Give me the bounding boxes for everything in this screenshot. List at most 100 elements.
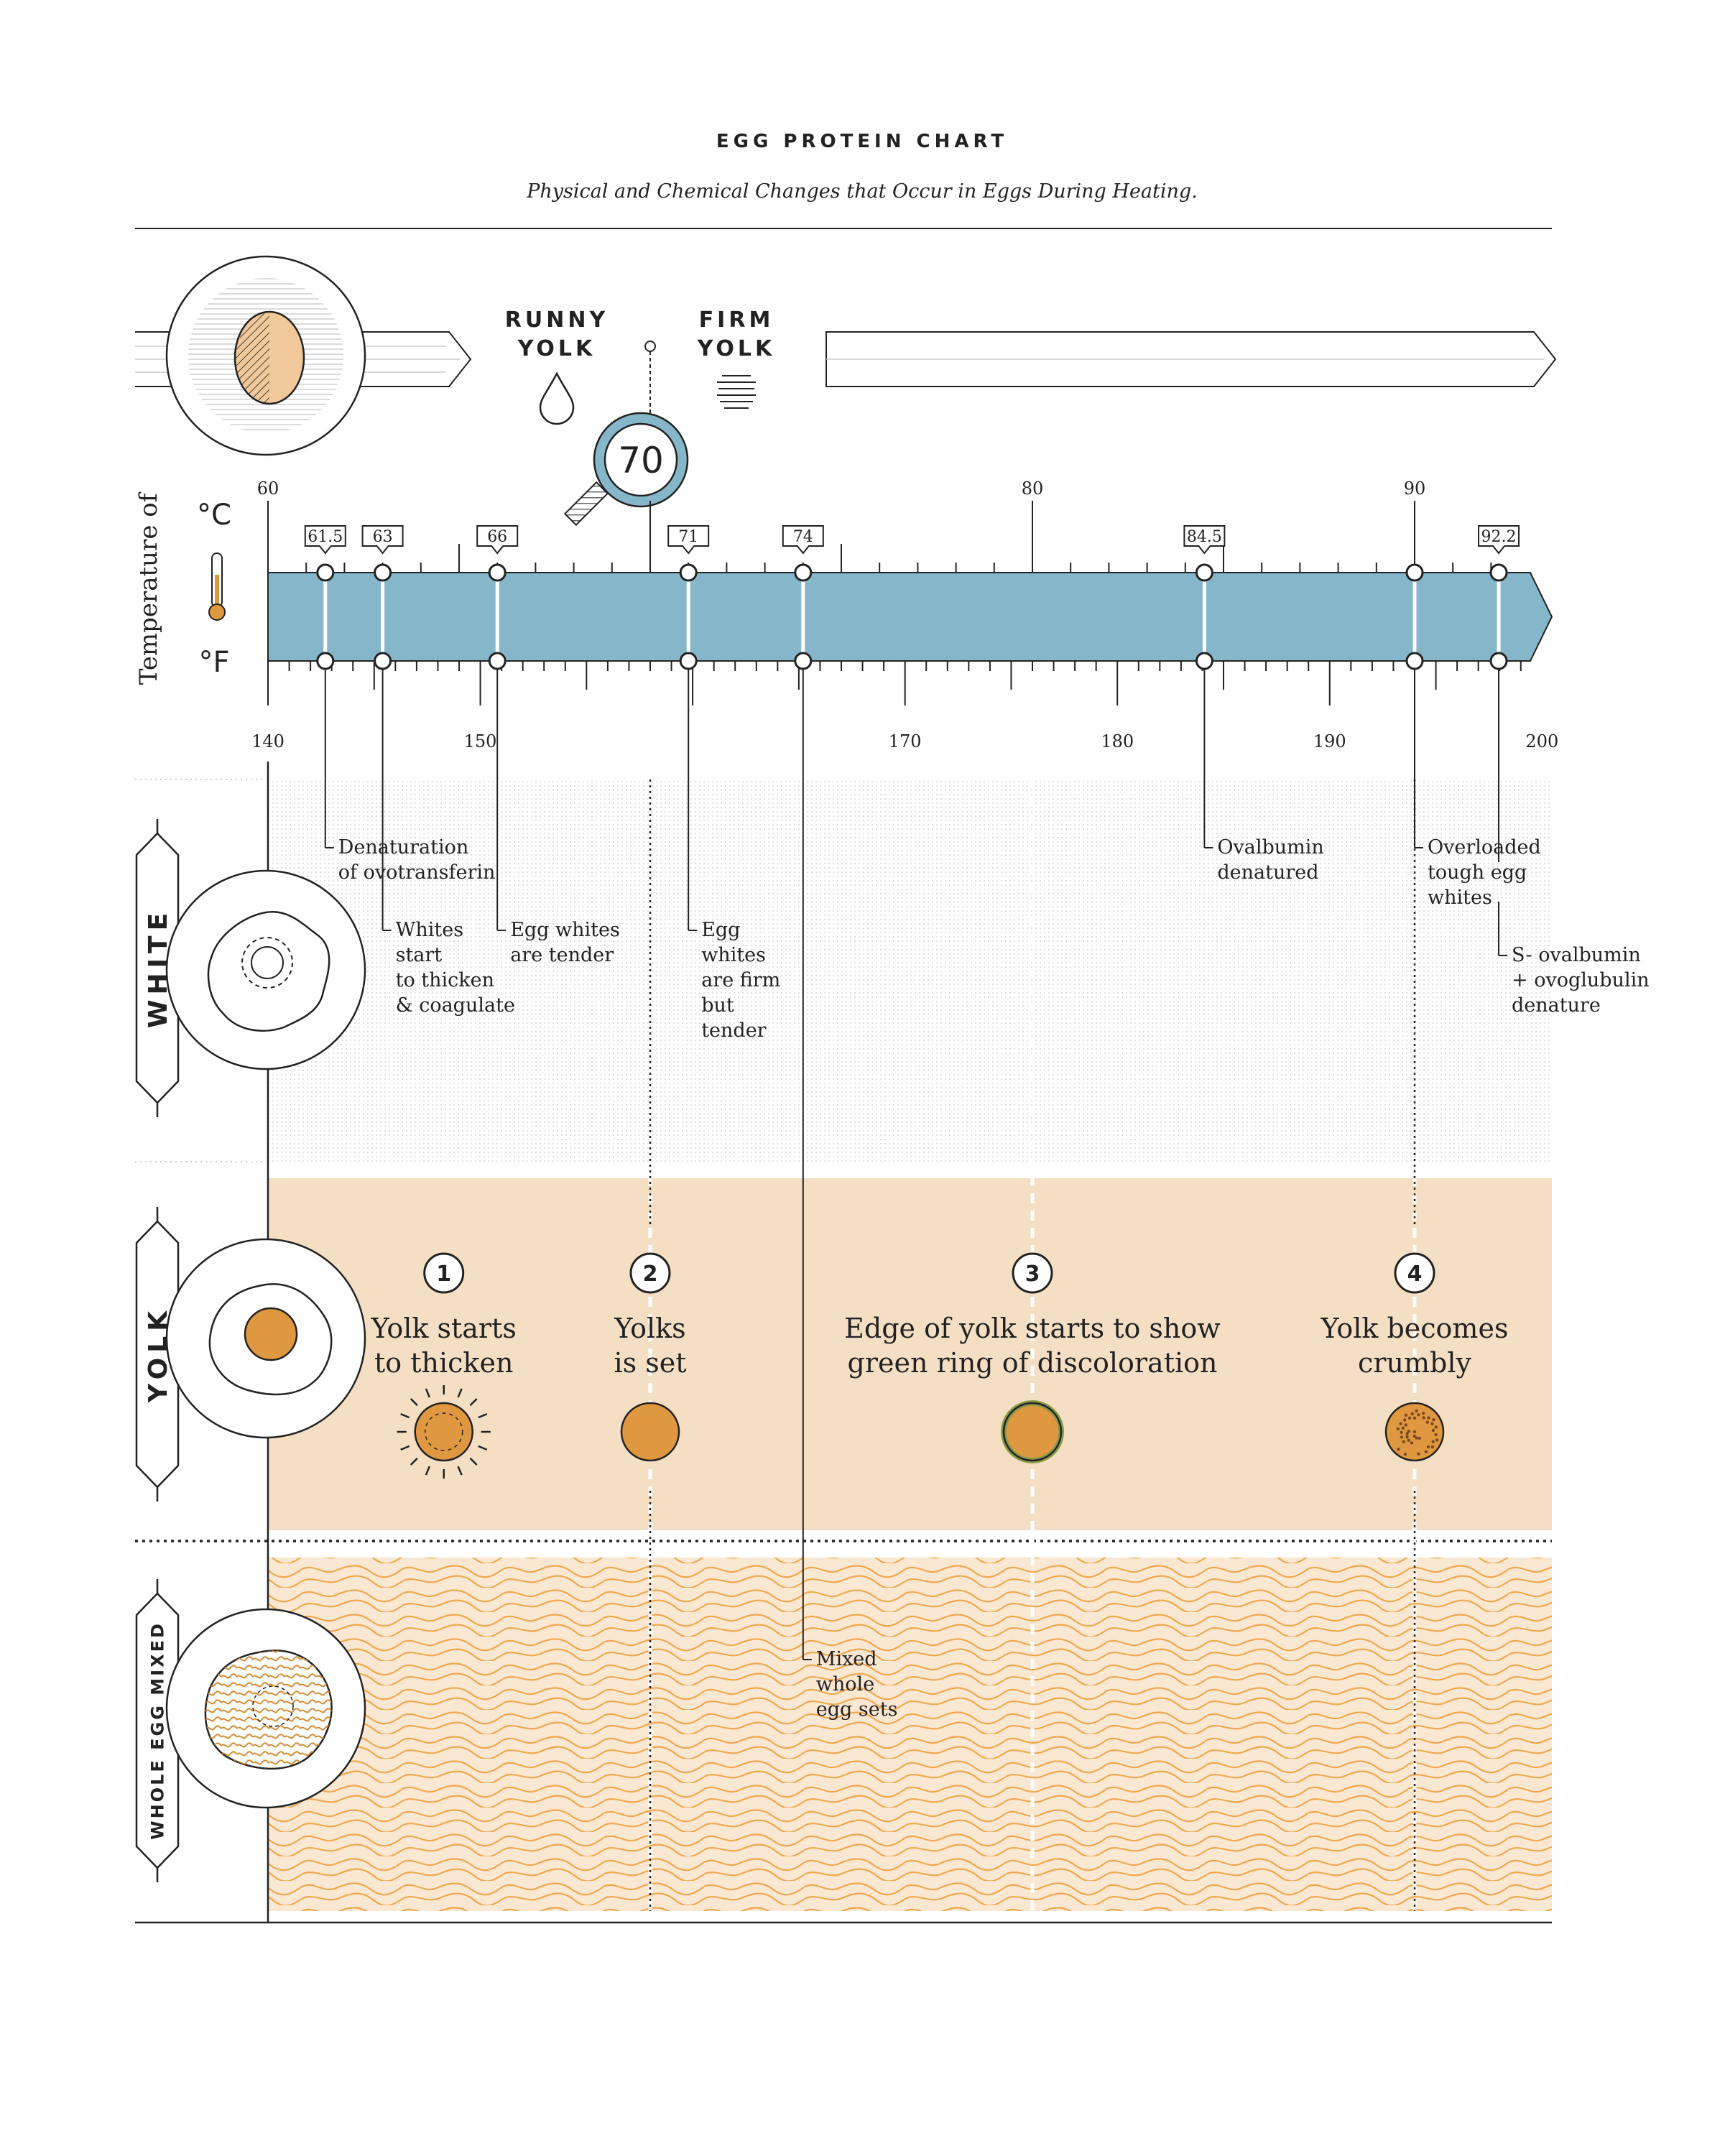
chart-subtitle: Physical and Chemical Changes that Occur… (526, 180, 1198, 203)
marker-value-tag (1183, 525, 1226, 555)
marker-bottom-dot (1405, 652, 1424, 670)
stage-number: 1 (436, 1262, 451, 1287)
magnifier-value: 70 (618, 440, 664, 481)
thermometer-icon (208, 552, 226, 621)
stage-description: to thicken (374, 1347, 513, 1379)
fahrenheit-tick-label: 170 (889, 731, 922, 751)
marker-note: egg sets (816, 1698, 898, 1721)
celsius-tick-label: 90 (1404, 478, 1426, 499)
marker-note: Ovalbumin (1217, 836, 1323, 859)
stage-description: is set (614, 1347, 687, 1379)
firm-yolk-label: FIRM YOLK (697, 307, 776, 361)
marker-note: & coagulate (396, 994, 515, 1017)
whole-egg-row (268, 1558, 1552, 1911)
heating-arrow-right (825, 331, 1557, 387)
marker-bottom-dot (488, 652, 507, 670)
raw-egg-icon (165, 255, 366, 456)
marker-value-tag (782, 525, 824, 555)
marker-bottom-dot (316, 652, 335, 670)
stage-number: 2 (643, 1262, 658, 1287)
stage-number-circle (1012, 1252, 1053, 1294)
marker-note: denature (1512, 994, 1601, 1017)
mixed-egg-icon (165, 1608, 366, 1809)
axis-labels: 60 80 90 140 150 170 180 190 200 (251, 478, 1558, 751)
marker-value-label: 71 (678, 528, 698, 546)
marker-note: whole (816, 1673, 874, 1695)
svg-text:FIRM: FIRM (699, 307, 774, 333)
marker-top-dot (488, 563, 507, 582)
marker-value-tag (304, 525, 346, 555)
marker-note: tough egg (1428, 861, 1527, 884)
marker-top-dot (679, 563, 698, 582)
marker-bottom-dot (794, 652, 813, 670)
marker-value-tag (361, 525, 404, 555)
temperature-band (267, 572, 1553, 662)
marker-top-dot (316, 563, 335, 582)
marker-note: whites (701, 944, 766, 966)
svg-text:RUNNY: RUNNY (505, 307, 609, 333)
stage-number-circle (629, 1252, 671, 1294)
svg-text:YOLK: YOLK (697, 336, 776, 361)
marker-value-label: 74 (793, 528, 813, 546)
marker-note: S- ovalbumin (1512, 944, 1641, 966)
fahrenheit-symbol: °F (198, 646, 229, 679)
marker-value-label: 63 (373, 528, 393, 546)
fahrenheit-tick-label: 140 (251, 731, 285, 751)
marker-note: are firm (701, 969, 780, 991)
fahrenheit-tick-label: 180 (1101, 731, 1134, 751)
stage-number: 4 (1407, 1262, 1423, 1287)
drop-icon (539, 371, 575, 425)
stage-yolk-dot (620, 1402, 680, 1462)
marker-value-tag (667, 525, 710, 555)
celsius-tick-label: 60 (257, 478, 279, 499)
magnifier-icon (563, 341, 689, 527)
marker-note: Egg (701, 919, 740, 941)
marker-note: to thicken (396, 969, 494, 991)
white-egg-icon (165, 869, 366, 1070)
marker-value-label: 66 (487, 528, 507, 546)
marker-top-dot (1489, 563, 1508, 582)
stage-description: Yolks (614, 1313, 685, 1344)
marker-value-label: 61.5 (307, 528, 343, 546)
marker-note: + ovoglubulin (1512, 969, 1650, 991)
marker-top-dot (1405, 563, 1424, 582)
yolk-row (268, 1178, 1552, 1530)
celsius-symbol: °C (197, 499, 231, 532)
fahrenheit-tick-label: 200 (1525, 731, 1558, 751)
marker-note: but (701, 994, 734, 1017)
stage-number: 3 (1025, 1262, 1040, 1287)
marker-note: Overloaded (1428, 836, 1541, 859)
yolk-egg-icon (165, 1238, 366, 1439)
row-tag-label: WHOLE EGG MIXED (148, 1621, 168, 1840)
marker-top-dot (374, 563, 392, 582)
marker-top-dot (1195, 563, 1213, 582)
marker-top-dot (794, 563, 813, 582)
marker-value-label: 84.5 (1187, 528, 1222, 546)
marker-value-tag (1478, 525, 1520, 555)
marker-bottom-dot (1489, 652, 1508, 670)
marker-bottom-dot (679, 652, 698, 670)
stage-description: Yolk becomes (1321, 1313, 1509, 1344)
fahrenheit-tick-label: 190 (1313, 731, 1346, 751)
stage-description: Edge of yolk starts to show (844, 1313, 1221, 1344)
marker-bottom-dot (1195, 652, 1213, 670)
stage-number-circle (423, 1252, 465, 1294)
marker-note: start (396, 944, 443, 966)
marker-value-tag (476, 525, 519, 555)
stage-number-circle (1394, 1252, 1435, 1294)
marker-note: Egg whites (510, 919, 620, 941)
marker-note: Denaturation (338, 836, 469, 859)
fahrenheit-tick-label: 150 (464, 731, 497, 751)
marker-note: tender (701, 1019, 766, 1042)
marker-note: Mixed (816, 1648, 877, 1670)
white-row (268, 779, 1552, 1162)
marker-note: whites (1428, 887, 1492, 909)
axis-title: Temperature of (134, 491, 163, 685)
stage-yolk-dot (414, 1402, 473, 1462)
firm-lines-icon (717, 375, 756, 409)
svg-text:YOLK: YOLK (517, 336, 596, 361)
celsius-tick-label: 80 (1022, 478, 1044, 499)
